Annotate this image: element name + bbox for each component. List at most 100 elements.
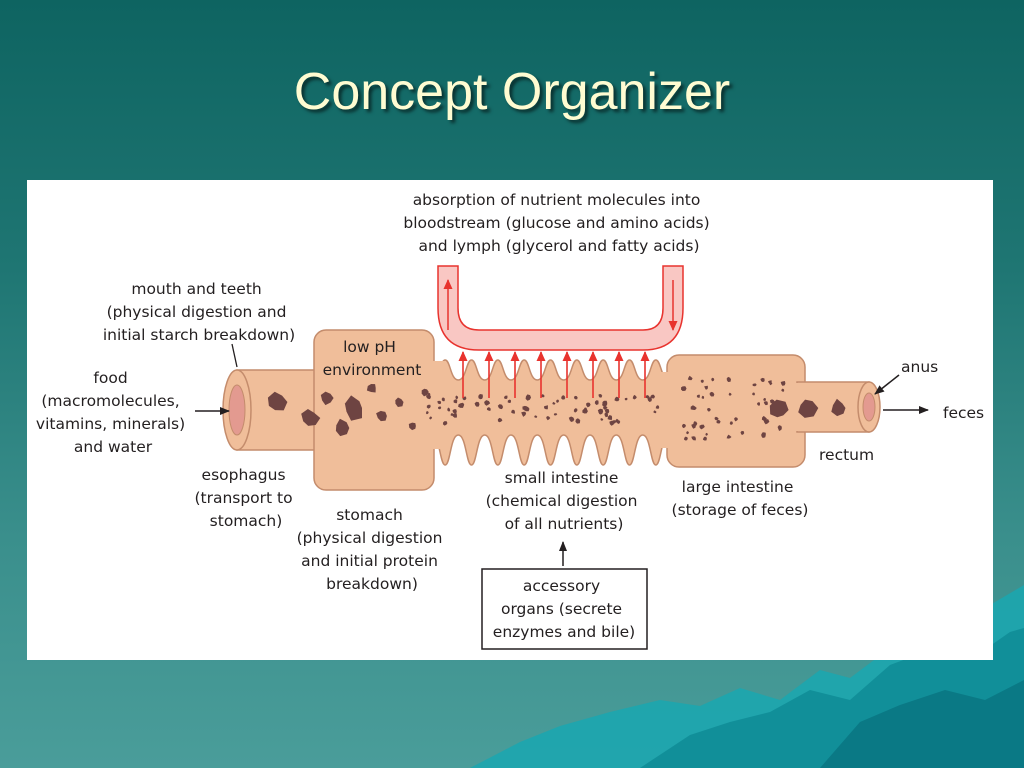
food-particle — [690, 405, 697, 410]
food-particle — [762, 432, 766, 438]
food-particle — [650, 394, 655, 399]
food-particle — [484, 400, 491, 406]
mouth-teeth-label: mouth and teeth (physical digestion and … — [103, 280, 295, 344]
food-particle — [705, 432, 708, 436]
food-particle — [267, 391, 288, 411]
food-particle — [653, 410, 657, 414]
food-particle — [614, 396, 620, 402]
food-particle — [552, 401, 556, 405]
food-particle — [425, 394, 432, 400]
food-particle — [598, 410, 603, 415]
food-particle — [734, 417, 738, 422]
food-particle — [752, 383, 757, 387]
accessory-organs-label: accessory organs (secrete enzymes and bi… — [493, 577, 635, 641]
food-particle — [763, 401, 768, 406]
food-particle — [486, 407, 491, 411]
food-particle — [522, 405, 529, 411]
food-particle — [541, 394, 545, 398]
food-particle — [602, 400, 608, 407]
food-particle — [586, 402, 591, 408]
food-particle — [511, 409, 515, 414]
food-particle — [574, 395, 578, 400]
food-particle — [798, 399, 819, 418]
absorption-arrows — [458, 351, 650, 398]
food-particle — [603, 406, 608, 410]
food-particle — [320, 391, 334, 406]
food-particle — [573, 408, 578, 413]
food-particle — [561, 395, 566, 400]
food-particle — [757, 402, 760, 406]
food-particle — [504, 395, 508, 399]
low-ph-label: low pH environment — [323, 338, 422, 379]
food-particle — [645, 395, 650, 399]
food-particle — [534, 415, 538, 418]
food-particle — [604, 412, 608, 418]
food-particle — [425, 411, 429, 415]
food-particle — [647, 397, 652, 402]
food-particle — [726, 434, 732, 439]
food-particle — [556, 399, 560, 403]
food-particle — [700, 379, 704, 383]
food-particle — [624, 397, 628, 401]
food-particle — [632, 394, 637, 400]
food-particle — [600, 418, 604, 421]
food-particles — [267, 375, 846, 441]
food-particle — [301, 409, 321, 426]
anus-pointer — [874, 374, 900, 395]
food-particle — [699, 424, 705, 430]
vessel-flow-arrows — [443, 279, 678, 331]
food-particle — [707, 408, 711, 412]
feces-label: feces — [943, 404, 984, 422]
food-particle — [709, 391, 715, 397]
esophagus-label: esophagus (transport to stomach) — [194, 466, 297, 530]
food-particle — [366, 384, 376, 393]
food-particle — [376, 410, 387, 422]
small-intestine-shape — [431, 359, 670, 466]
food-particle — [729, 421, 733, 425]
accessory-organs-box — [481, 568, 648, 650]
food-particle — [728, 392, 732, 396]
small-intestine-label: small intestine (chemical digestion of a… — [486, 469, 643, 533]
food-particle — [686, 431, 689, 435]
food-particle — [682, 423, 686, 429]
food-particle — [831, 398, 846, 417]
food-particle — [607, 415, 613, 420]
food-particle — [521, 411, 527, 417]
food-particle — [763, 419, 770, 425]
food-particle — [681, 386, 686, 391]
food-particle — [691, 436, 696, 441]
food-particle — [616, 420, 621, 424]
food-particle — [704, 385, 708, 390]
food-particle — [696, 394, 700, 398]
food-particle — [455, 395, 459, 400]
food-particle — [497, 417, 503, 423]
absorption-label: absorption of nutrient molecules into bl… — [403, 191, 714, 255]
food-particle — [474, 401, 480, 407]
food-particle — [594, 400, 599, 405]
food-particle — [438, 406, 442, 410]
food-particle — [684, 436, 688, 441]
food-particle — [714, 416, 719, 421]
food-particle — [544, 405, 548, 410]
food-particle — [701, 395, 705, 399]
food-particle — [553, 413, 558, 416]
food-particle — [711, 377, 715, 382]
food-particle — [429, 416, 433, 420]
food-particle — [507, 399, 511, 403]
food-particle — [740, 430, 745, 435]
food-particle — [716, 419, 721, 424]
food-particle — [777, 425, 782, 431]
food-particle — [752, 392, 755, 396]
food-particle — [760, 377, 765, 382]
mouth-pointer — [231, 343, 238, 368]
food-particle — [612, 420, 617, 424]
food-particle — [782, 406, 786, 410]
food-particle — [497, 404, 504, 410]
anus-label: anus — [901, 358, 938, 376]
food-particle — [442, 421, 448, 426]
food-particle — [691, 423, 696, 429]
food-particle — [655, 405, 660, 409]
food-particle — [726, 376, 731, 382]
food-particle — [344, 395, 362, 421]
food-particle — [408, 422, 416, 431]
